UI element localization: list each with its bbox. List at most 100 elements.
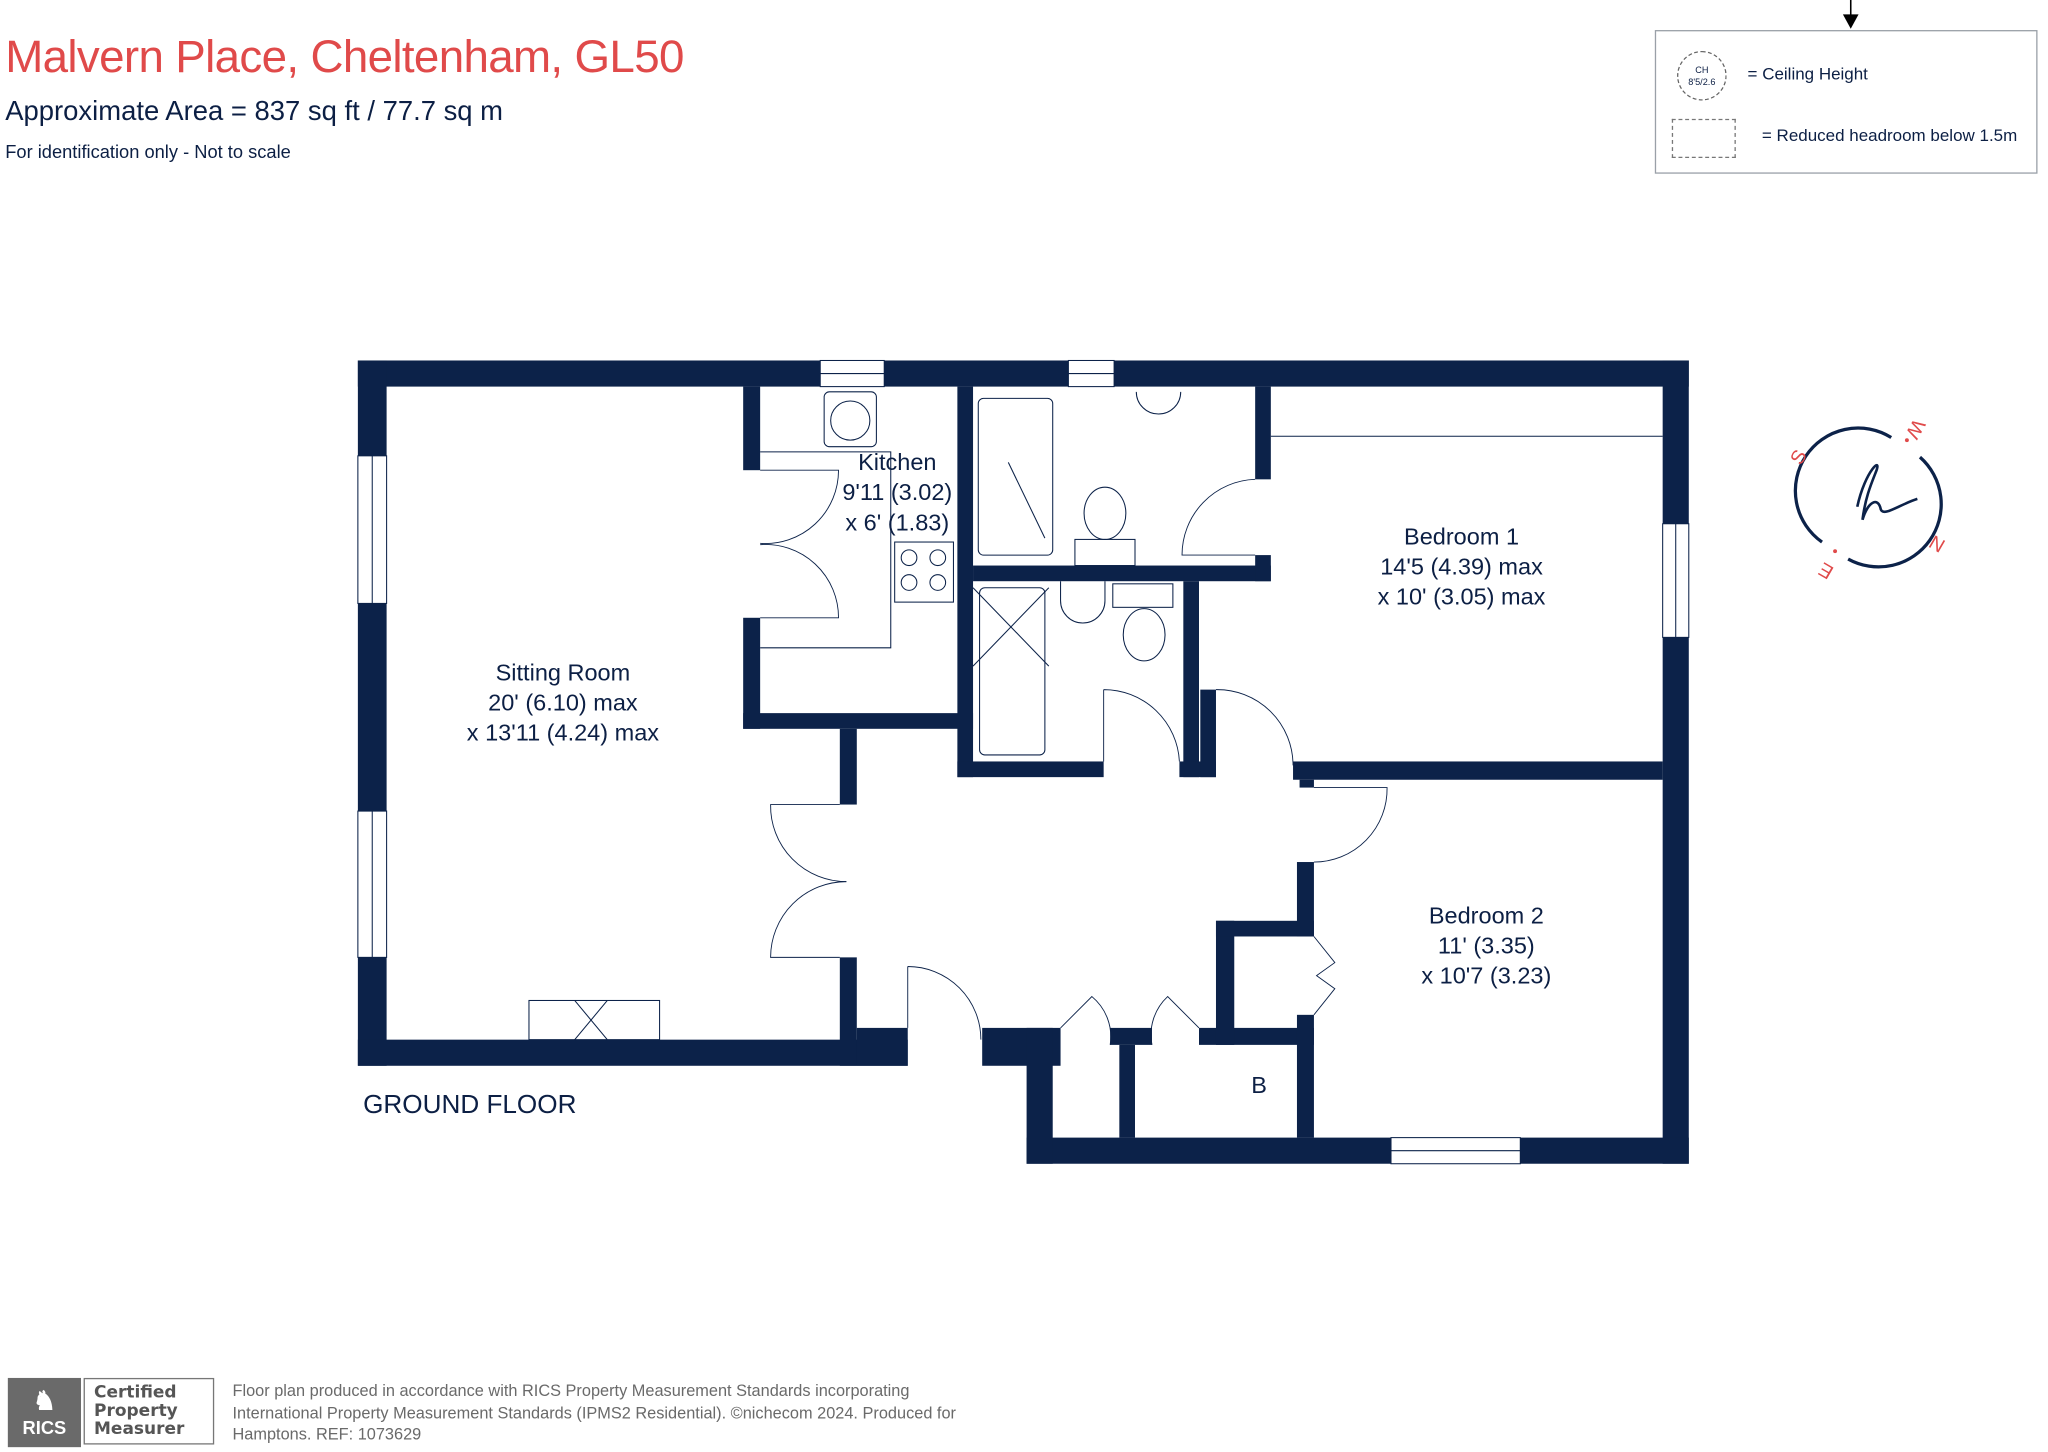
- cistern: [1112, 583, 1174, 608]
- wall-kitchen-left-upper: [743, 386, 761, 471]
- room-sitting-room: Sitting Room 20' (6.10) max x 13'11 (4.2…: [467, 658, 659, 748]
- room-name: Bedroom 1: [1404, 523, 1520, 550]
- wall-bath2-bottom: [957, 761, 1104, 778]
- door-swing: [770, 881, 847, 958]
- wall-bath-divider: [973, 565, 1271, 582]
- floor-label: GROUND FLOOR: [363, 1090, 577, 1120]
- door-swing: [1103, 689, 1180, 762]
- wall-cupboard-top: [1215, 920, 1314, 937]
- room-dimension: 14'5 (4.39) max: [1380, 553, 1543, 580]
- fixtures: [528, 391, 1663, 1041]
- wall-bottom-left: [357, 1039, 908, 1066]
- door-swing: [1215, 689, 1294, 766]
- toilet: [1083, 486, 1127, 540]
- door-swings: [760, 469, 1388, 1045]
- basin: [1060, 581, 1106, 624]
- shower-tray: [977, 397, 1054, 556]
- door-swing: [1313, 787, 1388, 863]
- room-dimension: x 10'7 (3.23): [1421, 962, 1552, 989]
- kitchen-counter: [760, 451, 892, 649]
- room-dimension: 9'11 (3.02): [842, 479, 953, 506]
- scale-note: For identification only - Not to scale: [5, 141, 291, 162]
- wall-hall-stub: [1200, 689, 1216, 778]
- rics-logo-text: RICS: [22, 1417, 67, 1439]
- approximate-area: Approximate Area = 837 sq ft / 77.7 sq m: [5, 96, 504, 127]
- hob: [894, 541, 954, 603]
- property-title: Malvern Place, Cheltenham, GL50: [5, 31, 684, 83]
- door-swing: [760, 544, 839, 619]
- wall-bottom-right: [1026, 1137, 1689, 1164]
- compass-icon: S W N E: [1786, 415, 1948, 584]
- door-swing: [907, 966, 982, 1040]
- footer-line: International Property Measurement Stand…: [232, 1403, 956, 1422]
- compass-n: N: [1925, 531, 1948, 557]
- room-boiler: B: [1251, 1072, 1267, 1099]
- footer-note: Floor plan produced in accordance with R…: [232, 1381, 1042, 1446]
- ceiling-height-symbol: CH 8'5/2.6: [1677, 50, 1727, 101]
- rics-badge: ♞ RICS Certified Property Measurer: [7, 1377, 217, 1448]
- badge-line: Measurer: [94, 1419, 185, 1440]
- room-dimension: 20' (6.10) max: [488, 689, 638, 716]
- wall-kitchen-left-lower: [743, 617, 761, 729]
- wall-bed2-left-upper: [1296, 862, 1314, 937]
- compass-s: S: [1786, 446, 1812, 468]
- fireplace: [528, 999, 661, 1041]
- wall-kitchen-bottom: [743, 713, 974, 729]
- wall-right: [1662, 360, 1689, 1164]
- wall-cupboard-left: [1215, 920, 1235, 1045]
- door-swing: [1150, 995, 1200, 1045]
- door-swing: [1060, 995, 1112, 1045]
- wall-bed1-left-lower: [1255, 555, 1271, 582]
- wall-sitting-right-upper: [839, 728, 857, 805]
- room-dimension: x 6' (1.83): [845, 509, 950, 536]
- legend: CH 8'5/2.6 = Ceiling Height = Reduced he…: [1654, 30, 2038, 174]
- room-dimension: 11' (3.35): [1437, 932, 1535, 959]
- room-bedroom-1: Bedroom 1 14'5 (4.39) max x 10' (3.05) m…: [1378, 522, 1546, 612]
- wall-hall-bottom-left: [856, 1027, 908, 1066]
- badge-line: Certified: [94, 1383, 177, 1403]
- door-swing: [1181, 478, 1256, 556]
- room-bedroom-2: Bedroom 2 11' (3.35) x 10'7 (3.23): [1421, 901, 1551, 991]
- lion-icon: ♞: [32, 1387, 57, 1416]
- cupboard-door: [1313, 936, 1336, 1016]
- ch-label: CH: [1695, 66, 1709, 76]
- footer-line: Floor plan produced in accordance with R…: [232, 1381, 910, 1401]
- wall-bed2-left-lower: [1296, 1014, 1314, 1138]
- door-swing: [760, 469, 839, 544]
- footer-line: Hamptons. REF: 1073629: [232, 1424, 422, 1444]
- room-name: Sitting Room: [495, 659, 631, 686]
- door-swing: [770, 804, 847, 883]
- wall-store-left: [1026, 1027, 1053, 1164]
- rics-logo: ♞ RICS: [7, 1377, 81, 1448]
- wall-kitchen-bath: [957, 386, 974, 778]
- wall-store-divider: [1119, 1044, 1136, 1138]
- ch-value: 8'5/2.6: [1688, 78, 1716, 88]
- legend-ceiling-height: = Ceiling Height: [1747, 63, 1868, 84]
- arrow-down-icon: [1842, 0, 1859, 29]
- room-kitchen: Kitchen 9'11 (3.02) x 6' (1.83): [842, 448, 952, 538]
- basin: [1135, 391, 1182, 415]
- wall-sitting-right-lower: [839, 957, 857, 1066]
- kitchen-sink: [823, 391, 877, 448]
- wall-bed1-left-upper: [1255, 386, 1271, 480]
- walls: [357, 360, 1689, 1164]
- wall-store-top: [1110, 1027, 1152, 1045]
- compass-w: W: [1901, 415, 1930, 442]
- wall-bed1-bottom: [1293, 761, 1663, 780]
- room-dimension: x 10' (3.05) max: [1377, 583, 1546, 610]
- room-name: Bedroom 2: [1428, 902, 1544, 929]
- wall-top: [357, 360, 1689, 387]
- compass-e: E: [1815, 558, 1837, 584]
- bath: [979, 587, 1046, 756]
- windows: [357, 359, 1690, 1165]
- room-dimension: x 13'11 (4.24) max: [466, 719, 660, 746]
- badge-line: Property: [94, 1401, 178, 1422]
- legend-reduced-headroom: = Reduced headroom below 1.5m: [1761, 125, 2018, 145]
- certified-label: Certified Property Measurer: [83, 1377, 215, 1445]
- room-name: Kitchen: [858, 449, 937, 476]
- reduced-headroom-symbol: [1671, 118, 1736, 159]
- toilet: [1122, 608, 1166, 662]
- wall-bath2-right: [1183, 581, 1199, 778]
